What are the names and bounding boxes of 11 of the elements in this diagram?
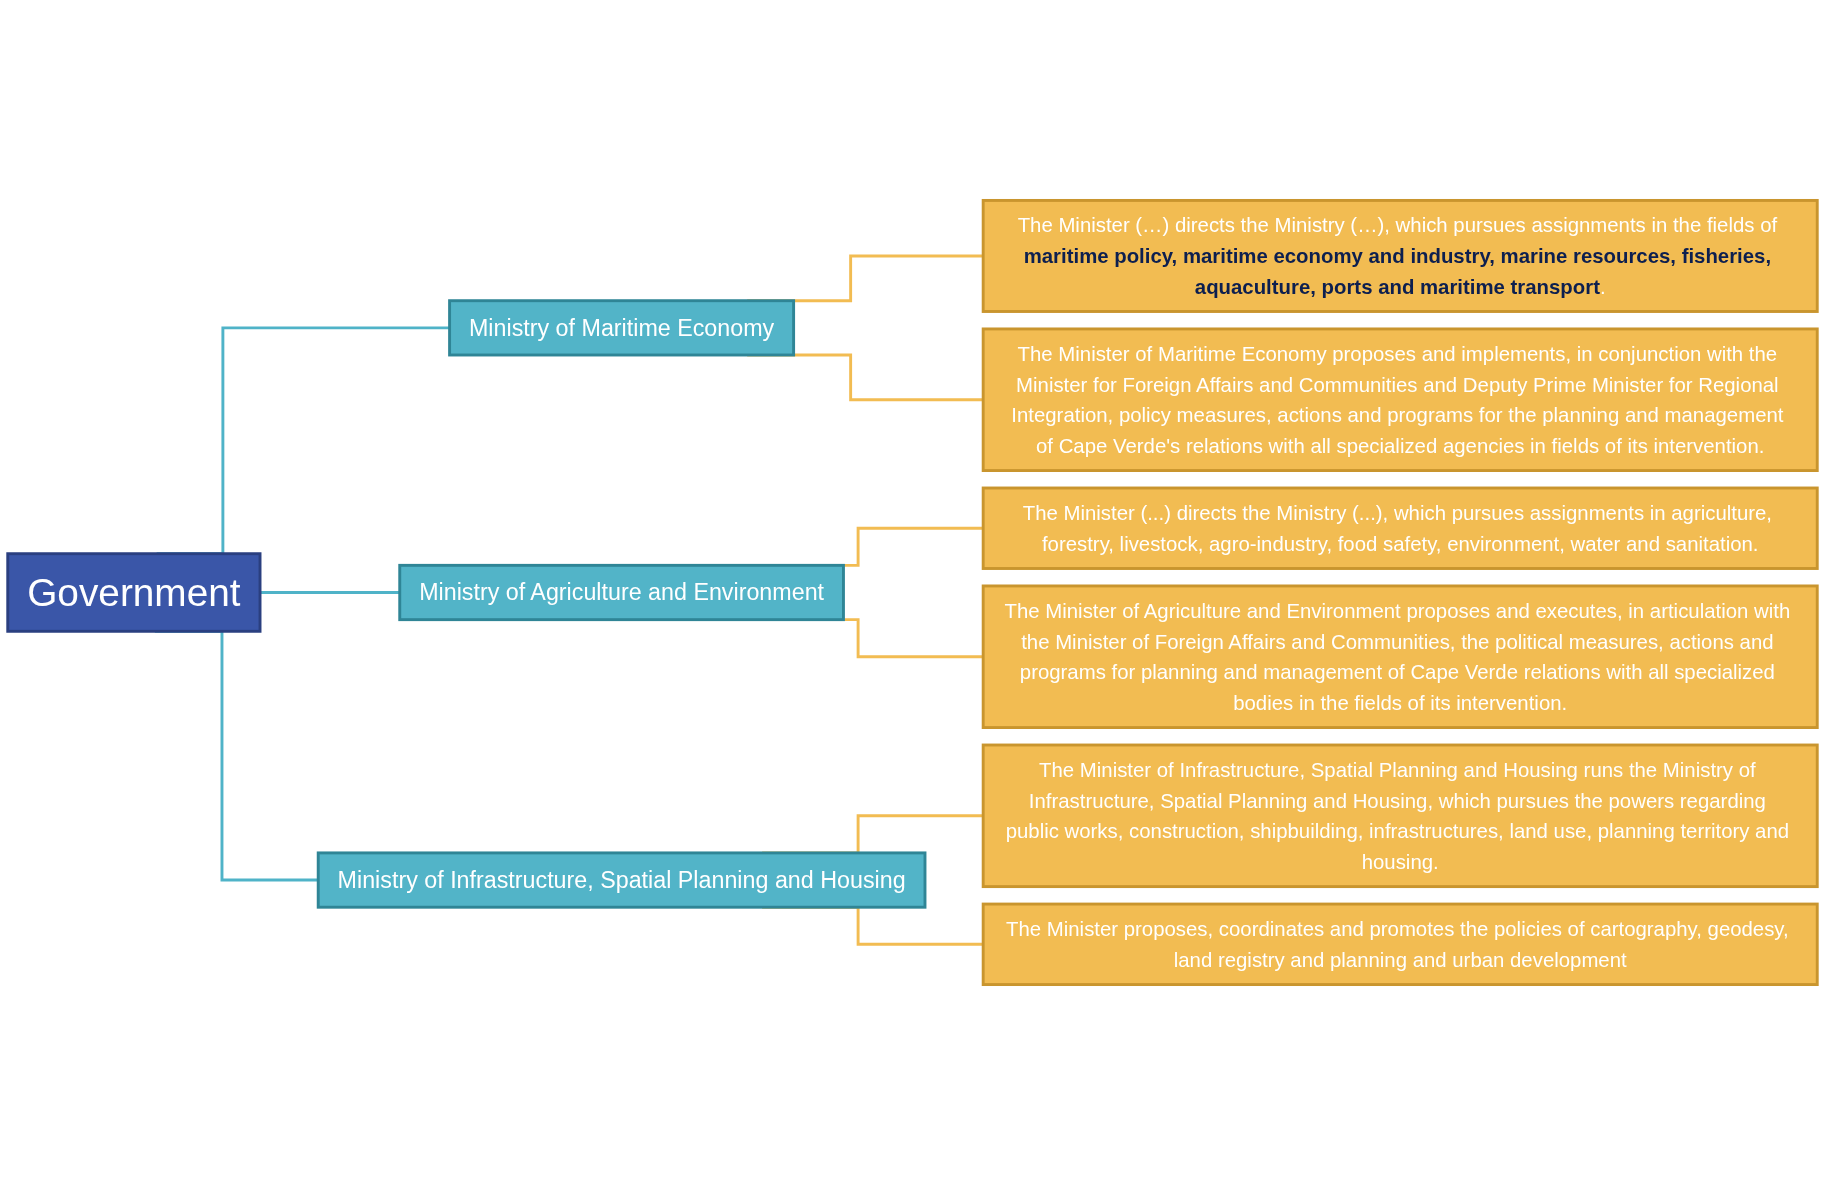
node-box: The Minister of Infrastructure, Spatial Planning and Housing runs the Ministry of Infrastructure, Spatial Planning and Housing, which pursues the powers regarding public works, construction, shipbuilding, infrastructures, land use, planning territory and housing. (981, 743, 1819, 889)
node-box: The Minister of Agriculture and Environment proposes and executes, in articulation with the Minister of Foreign Affairs and Communities, the political measures, actions and programs for planning and management of Cape Verde relations with all specialized bodies in the fields of its intervention. (981, 584, 1819, 729)
node-box: Ministry of Maritime Economy (448, 299, 796, 357)
node-box: The Minister (...) directs the Ministry (...), which pursues assignments in agriculture, forestry, livestock, agro-industry, food safety, environment, water and sanitation. (981, 486, 1819, 570)
node-box: Ministry of Agriculture and Environment (398, 563, 845, 622)
node-box: The Minister (…) directs the Ministry (…), which pursues assignments in the fields of maritime policy, maritime economy and industry, marine resources, fisheries, aquaculture, ports and maritime transport. (981, 199, 1819, 313)
connector (260, 591, 400, 594)
node-box: Government (6, 552, 262, 633)
node-box: The Minister proposes, coordinates and promotes the policies of cartography, geodesy, land registry and planning and urban development (981, 902, 1819, 986)
node-box: The Minister of Maritime Economy proposes and implements, in conjunction with the Minister for Foreign Affairs and Communities and Deputy Prime Minister for Regional Integration, policy measures, actions and programs for the planning and management of Cape Verde's relations with all specialized agencies in fields of its intervention. (981, 327, 1819, 472)
node-box: Ministry of Infrastructure, Spatial Planning and Housing (316, 851, 927, 909)
